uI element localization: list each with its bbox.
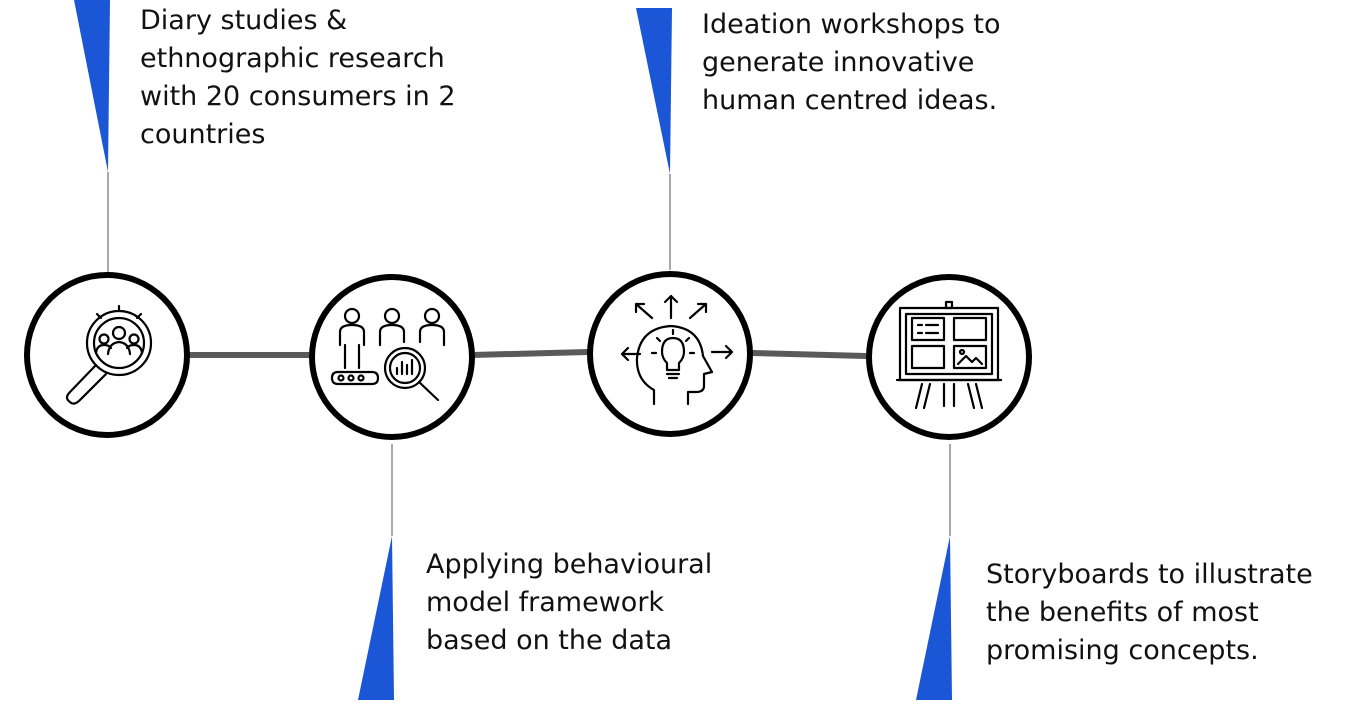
- connector-3: [751, 350, 867, 359]
- step-circle-3: [587, 271, 753, 437]
- step-4-line-2: the benefits of most: [986, 597, 1259, 628]
- step-2-line-3: based on the data: [426, 625, 673, 656]
- step-1-text: Diary studies & ethnographic research wi…: [140, 2, 456, 154]
- head-lightbulb-icon: [620, 294, 734, 406]
- storyboard-easel-icon: [895, 300, 1003, 410]
- step-4-text: Storyboards to illustrate the benefits o…: [986, 556, 1313, 670]
- step-circle-4: [866, 274, 1032, 440]
- accent-wedge-2: [358, 536, 394, 700]
- step-3-line-3: human centred ideas.: [702, 85, 998, 116]
- step-1-line-2: ethnographic research: [140, 43, 445, 74]
- step-1-line-4: countries: [140, 119, 266, 150]
- accent-wedge-1: [74, 0, 110, 172]
- people-analysis-icon: [330, 307, 446, 402]
- connector-2: [471, 349, 589, 358]
- step-3-text: Ideation workshops to generate innovativ…: [702, 6, 1001, 120]
- step-1-line-3: with 20 consumers in 2: [140, 81, 456, 112]
- step-circle-2: [309, 274, 475, 440]
- magnifier-people-icon: [65, 304, 153, 405]
- accent-wedge-4: [916, 536, 952, 700]
- step-4-line-1: Storyboards to illustrate: [986, 559, 1313, 590]
- step-1-line-1: Diary studies &: [140, 5, 348, 36]
- step-circle-1: [24, 272, 190, 438]
- step-3-line-1: Ideation workshops to: [702, 9, 1001, 40]
- step-4-line-3: promising concepts.: [986, 635, 1259, 666]
- accent-wedge-3: [636, 8, 672, 174]
- step-2-line-2: model framework: [426, 587, 665, 618]
- step-3-line-2: generate innovative: [702, 47, 975, 78]
- step-2-line-1: Applying behavioural: [426, 549, 713, 580]
- step-2-text: Applying behavioural model framework bas…: [426, 546, 712, 660]
